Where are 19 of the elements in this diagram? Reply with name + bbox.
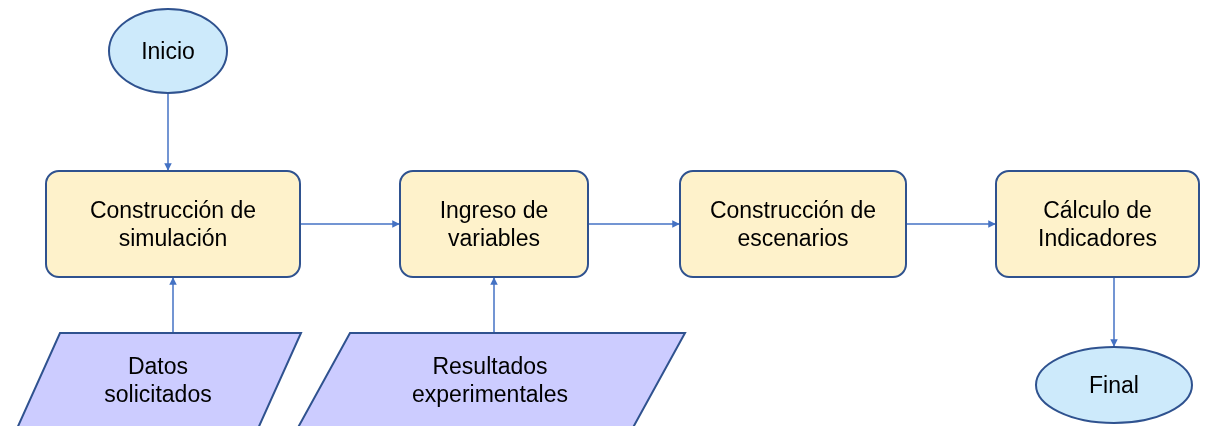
- node-label: Datos solicitados: [103, 352, 213, 408]
- node-label: Inicio: [141, 37, 195, 65]
- process-box: [679, 170, 907, 278]
- node-label: Construcción de simulación: [88, 196, 258, 252]
- arrow: [300, 220, 400, 228]
- arrow: [164, 93, 172, 171]
- arrow: [169, 277, 177, 333]
- arrow: [1110, 277, 1118, 347]
- node-label: Cálculo de Indicadores: [1037, 196, 1158, 252]
- node-label: Resultados experimentales: [411, 352, 569, 408]
- process-box: [995, 170, 1200, 278]
- arrow: [588, 220, 680, 228]
- arrow: [906, 220, 996, 228]
- node-label: Final: [1089, 371, 1139, 399]
- node-label: Ingreso de variables: [438, 196, 550, 252]
- process-box: [399, 170, 589, 278]
- process-box: [45, 170, 301, 278]
- node-label: Construcción de escenarios: [708, 196, 878, 252]
- arrow: [490, 277, 498, 333]
